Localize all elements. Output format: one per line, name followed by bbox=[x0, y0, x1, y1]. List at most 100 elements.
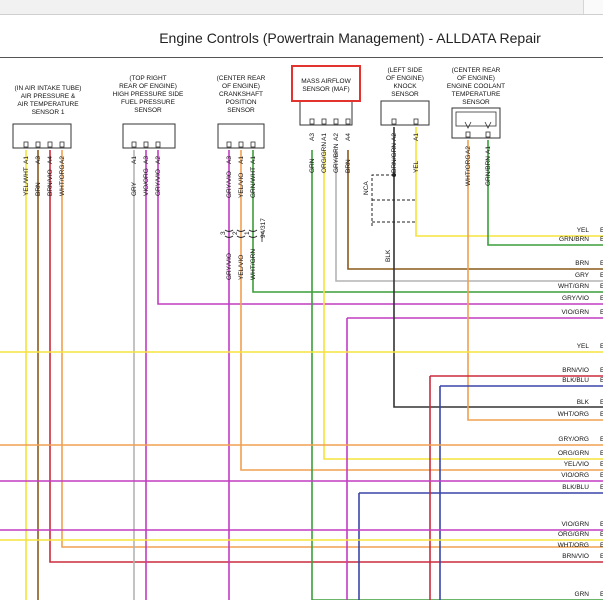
knock-shield-bands bbox=[372, 199, 416, 223]
ckp-conn-pin: 3 bbox=[220, 231, 227, 235]
bus-label: BRN bbox=[575, 260, 589, 267]
bus-label: YEL bbox=[577, 343, 590, 350]
wire-color-label-maf: GRY/BRN bbox=[333, 143, 340, 173]
pin-knock-1 bbox=[413, 118, 419, 125]
pin-maf-3 bbox=[345, 118, 351, 125]
ckp-connector bbox=[224, 229, 234, 238]
pin-iat-0 bbox=[23, 141, 29, 148]
pin-fuel-2 bbox=[155, 141, 161, 148]
pin-label-fuel: A1 bbox=[131, 156, 138, 164]
bus-label: ORG/GRN bbox=[558, 450, 589, 457]
pin-knock-0 bbox=[391, 118, 397, 125]
component-label-ckp: SENSOR bbox=[227, 107, 255, 114]
pin-label-ckp: A1 bbox=[238, 156, 245, 164]
component-label-fuel: HIGH PRESSURE SIDE bbox=[113, 91, 184, 98]
component-label-iat: (IN AIR INTAKE TUBE) bbox=[15, 85, 82, 92]
pin-iat-2 bbox=[47, 141, 53, 148]
bus-label: YEL/VIO bbox=[564, 461, 589, 468]
bus-edge-marker: E bbox=[600, 283, 603, 290]
component-label-maf: MASS AIRFLOW bbox=[301, 78, 351, 85]
wire-color-label-ckp: GRN/WHT bbox=[250, 167, 257, 198]
wire-maf-gry-brn bbox=[335, 150, 603, 282]
pin-iat-3 bbox=[59, 141, 65, 148]
wire-maf-org-grn bbox=[323, 150, 603, 460]
ect-inner-box bbox=[455, 111, 497, 127]
bus-edge-marker: E bbox=[600, 591, 603, 598]
wire-color-label-fuel: VIO/ORG bbox=[143, 168, 150, 196]
sensor-box-fuel bbox=[122, 123, 176, 149]
component-label-ect: SENSOR bbox=[462, 99, 490, 106]
pin-label-ckp: A1 bbox=[250, 156, 257, 164]
wire-color-label-iat: BRN/VIO bbox=[47, 169, 54, 196]
sensor-box-knock bbox=[380, 100, 430, 126]
bus-edge-marker: E bbox=[600, 411, 603, 418]
wire-layer bbox=[0, 127, 603, 600]
pin-label-iat: A2 bbox=[59, 156, 66, 164]
component-label-iat: SENSOR 1 bbox=[32, 109, 65, 116]
ckp-conn-pin: 1 bbox=[244, 231, 251, 235]
bus-label: VIO/GRN bbox=[562, 309, 590, 316]
bus-edge-marker: E bbox=[600, 436, 603, 443]
pin-label-maf: A4 bbox=[345, 133, 352, 141]
bus-edge-marker: E bbox=[600, 227, 603, 234]
pin-label-knock: A2 bbox=[391, 133, 398, 141]
pin-label-iat: A1 bbox=[23, 156, 30, 164]
bus-label: GRN bbox=[575, 591, 590, 598]
pin-label-maf: A3 bbox=[309, 133, 316, 141]
bus-edge-marker: E bbox=[600, 399, 603, 406]
component-layer: (IN AIR INTAKE TUBE)AIR PRESSURE &AIR TE… bbox=[12, 65, 505, 198]
bus-edge-marker: E bbox=[600, 531, 603, 538]
title-divider bbox=[0, 57, 603, 58]
wire-maf-brn bbox=[347, 150, 603, 270]
wire-color-label-iat: WHT/ORG bbox=[59, 165, 66, 196]
bus-label: WHT/ORG bbox=[558, 411, 589, 418]
component-label-ckp: OF ENGINE) bbox=[222, 83, 260, 90]
bus-label: ORG/GRN bbox=[558, 531, 589, 538]
pin-label-maf: A2 bbox=[333, 133, 340, 141]
wire-knock-blk bbox=[393, 175, 603, 408]
browser-top-bar bbox=[0, 0, 603, 15]
ect-pin-arrow bbox=[464, 121, 472, 129]
bus-label: VIO/ORG bbox=[561, 472, 589, 479]
ckp-lower-wire-label: GRY/VIO bbox=[226, 253, 233, 280]
maf-highlight-box bbox=[291, 65, 361, 102]
pin-fuel-0 bbox=[131, 141, 137, 148]
bus-edge-marker: E bbox=[600, 484, 603, 491]
wire-color-label-ckp: GRY/VIO bbox=[226, 171, 233, 198]
wire-iat-brn-vio bbox=[49, 150, 603, 563]
scrollbar-arrow[interactable] bbox=[583, 0, 603, 14]
pin-ect-1 bbox=[485, 131, 491, 138]
wire-color-label-iat: BRN bbox=[35, 182, 42, 196]
component-label-ect: OF ENGINE) bbox=[457, 75, 495, 82]
page-title: Engine Controls (Powertrain Management) … bbox=[159, 30, 541, 46]
pin-label-ect: A1 bbox=[485, 146, 492, 154]
bus-edge-marker: E bbox=[600, 553, 603, 560]
wire-color-label-maf: ORG/GRN bbox=[321, 142, 328, 173]
component-label-ect: ENGINE COOLANT bbox=[447, 83, 505, 90]
bus-edge-marker: E bbox=[600, 521, 603, 528]
bus-label: BLK/BLU bbox=[562, 377, 589, 384]
ckp-lower-wire-label: YEL/VIO bbox=[238, 255, 245, 280]
wire-fuel-gry-vio bbox=[157, 150, 603, 305]
bus-edge-marker: E bbox=[600, 461, 603, 468]
pin-maf-0 bbox=[309, 118, 315, 125]
pin-maf-2 bbox=[333, 118, 339, 125]
bus-edge-marker: E bbox=[600, 295, 603, 302]
bus-edge-marker: E bbox=[600, 260, 603, 267]
wire-color-label-maf: GRN bbox=[309, 158, 316, 173]
pin-label-fuel: A3 bbox=[143, 156, 150, 164]
ckp-connector bbox=[248, 229, 258, 238]
bus-label: GRY/VIO bbox=[562, 295, 589, 302]
pin-ect-0 bbox=[465, 131, 471, 138]
component-label-iat: AIR PRESSURE & bbox=[21, 93, 76, 100]
wire-color-label-ckp: YEL/VIO bbox=[238, 173, 245, 198]
wire-color-label-ect: GRN/BRN bbox=[485, 156, 492, 186]
pin-label-ect: A2 bbox=[465, 146, 472, 154]
bus-edge-marker: E bbox=[600, 367, 603, 374]
knock-ground-label: BLK bbox=[385, 249, 392, 262]
bus-label: BRN/VIO bbox=[562, 367, 589, 374]
